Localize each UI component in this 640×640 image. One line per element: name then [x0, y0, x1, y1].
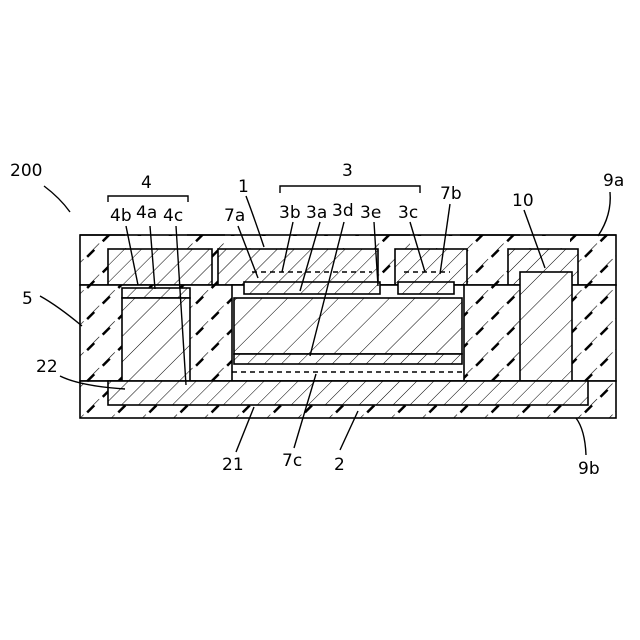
label-9b: 9b — [578, 459, 600, 479]
label-4b: 4b — [110, 206, 132, 226]
label-4: 4 — [141, 173, 152, 193]
label-200: 200 — [10, 161, 42, 181]
label-9a: 9a — [603, 171, 624, 191]
label-2: 2 — [334, 455, 345, 475]
label-4a: 4a — [136, 203, 157, 223]
label-22: 22 — [36, 357, 58, 377]
component-3 — [232, 272, 464, 381]
label-7b: 7b — [440, 184, 462, 204]
brace-3 — [280, 186, 420, 193]
label-3: 3 — [342, 161, 353, 181]
label-3a: 3a — [306, 203, 327, 223]
brace-4 — [108, 196, 188, 202]
label-7a: 7a — [224, 206, 245, 226]
label-21: 21 — [222, 455, 244, 475]
label-3d: 3d — [332, 201, 354, 221]
label-3c: 3c — [398, 203, 418, 223]
label-10: 10 — [512, 191, 534, 211]
label-1: 1 — [238, 177, 249, 197]
label-4c: 4c — [163, 206, 183, 226]
label-5: 5 — [22, 289, 33, 309]
component-4 — [122, 288, 190, 390]
label-7c: 7c — [282, 451, 302, 471]
label-3e: 3e — [360, 203, 381, 223]
component-10 — [520, 272, 572, 381]
label-3b: 3b — [279, 203, 301, 223]
